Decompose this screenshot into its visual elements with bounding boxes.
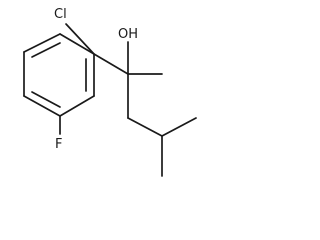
ring-double-bond <box>31 42 61 58</box>
ring-bond <box>23 95 61 117</box>
benzene-ring <box>23 33 95 117</box>
c-cl-bond <box>65 23 95 55</box>
isopropyl-methyl-bond <box>161 117 197 137</box>
ring-bond <box>59 33 95 55</box>
ring-bond <box>59 95 95 117</box>
chemical-structure: Cl OH F <box>23 7 197 177</box>
chlorine-label: Cl <box>54 7 67 22</box>
ring-double-bond <box>31 91 61 108</box>
ring-bond <box>23 33 61 53</box>
ring-to-quaternary-carbon-bond <box>93 53 129 75</box>
chain-bond <box>127 117 163 137</box>
hydroxyl-label: OH <box>118 27 138 42</box>
fluorine-label: F <box>55 137 62 152</box>
